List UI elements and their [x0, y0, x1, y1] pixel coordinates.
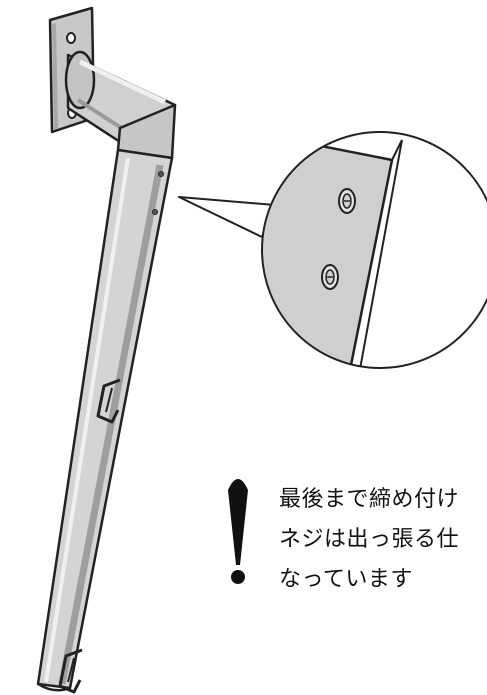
zoom-detail-circle: [261, 131, 487, 369]
caution-note-line-3: なっています: [279, 567, 413, 592]
screw-head-upper: [338, 188, 356, 214]
post-hook-upper: [96, 378, 121, 424]
screw-head-lower: [321, 264, 339, 290]
zoom-callout-pointer: [178, 196, 276, 238]
post-screw-lower: [152, 209, 158, 215]
post-screw-upper: [158, 171, 164, 177]
caution-note-line-1: 最後まで締め付け: [279, 487, 460, 512]
exclamation-icon: [228, 479, 248, 584]
caution-note-line-2: ネジは出っ張る仕: [279, 527, 460, 552]
post-hook-lower: [58, 648, 83, 694]
mount-screw-hole-top: [66, 32, 76, 44]
vertical-post: [36, 148, 174, 694]
